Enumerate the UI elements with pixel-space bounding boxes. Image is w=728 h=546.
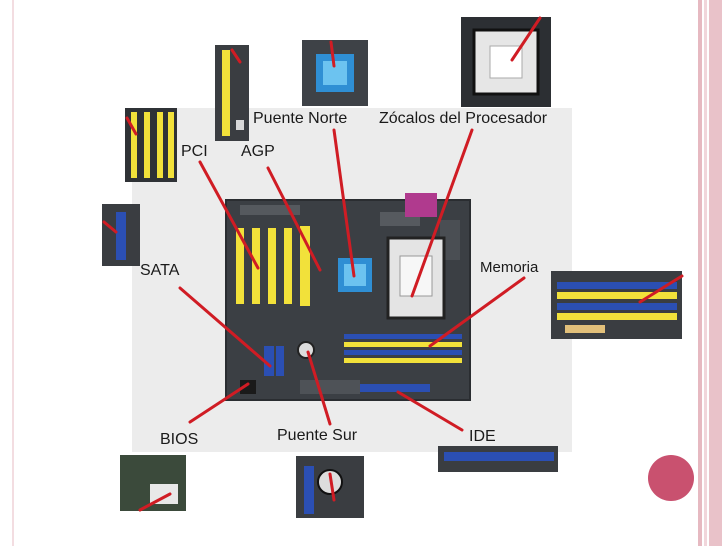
south-bridge-chip <box>298 342 314 358</box>
label-ide: IDE <box>469 428 496 446</box>
thumb-sata <box>102 204 140 266</box>
memory-slot <box>344 358 462 363</box>
memory-slot <box>344 350 462 355</box>
thumb-cpu-socket <box>461 17 551 107</box>
label-puente-norte: Puente Norte <box>253 110 347 128</box>
thumb-pci <box>125 108 177 182</box>
label-bios: BIOS <box>160 431 198 449</box>
accent-circle <box>648 455 694 501</box>
label-pci: PCI <box>181 143 208 161</box>
thumb-south-bridge <box>296 456 364 518</box>
label-agp: AGP <box>241 143 275 161</box>
leader-line-bios <box>190 384 248 422</box>
thumb-ide <box>438 446 558 472</box>
label-puente-sur: Puente Sur <box>277 427 357 445</box>
label-zocalos: Zócalos del Procesador <box>379 110 547 128</box>
thumb-north-bridge <box>302 40 368 106</box>
pci-slot <box>268 228 276 304</box>
ide-connector <box>360 384 430 392</box>
label-sata: SATA <box>140 262 179 280</box>
memory-slot <box>344 342 462 347</box>
label-memoria: Memoria <box>480 259 538 276</box>
thumb-memory <box>551 271 682 339</box>
pci-slot <box>284 228 292 304</box>
thumb-agp <box>215 45 249 141</box>
